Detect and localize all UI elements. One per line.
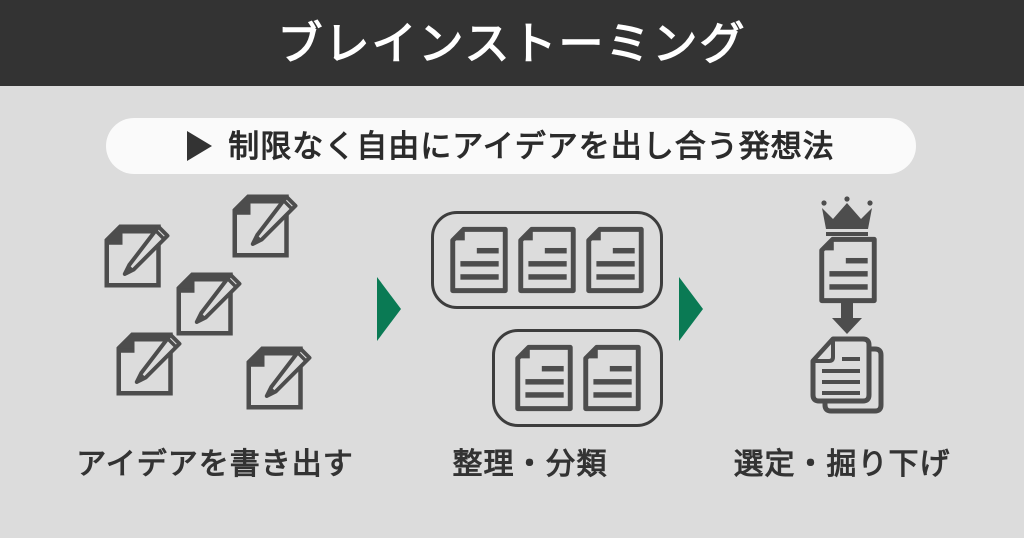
- crown-icon: [818, 195, 876, 237]
- document-icon: [450, 226, 508, 294]
- stacked-documents-icon: [805, 335, 889, 423]
- stage-organize-classify: [425, 205, 665, 427]
- note-with-pencil-icon: [100, 220, 172, 292]
- green-arrow-icon: [377, 277, 401, 341]
- page-title: ブレインストーミング: [277, 17, 747, 69]
- note-with-pencil-icon: [112, 328, 184, 400]
- document-icon: [582, 344, 641, 412]
- document-icon: [518, 226, 576, 294]
- document-icon: [586, 226, 644, 294]
- stage-label-select-dig-deeper: 選定・掘り下げ: [733, 448, 951, 481]
- note-with-pencil-icon: [172, 268, 244, 340]
- note-with-pencil-icon: [228, 190, 300, 262]
- down-arrow-icon: [830, 303, 864, 335]
- document-group-bottom: [492, 329, 663, 427]
- stage-label-write-out-ideas: アイデアを書き出す: [76, 448, 354, 481]
- document-group-top: [431, 211, 663, 309]
- stage-label-organize-classify: 整理・分類: [452, 448, 608, 481]
- header-bar: ブレインストーミング: [0, 0, 1024, 86]
- subtitle-text: 制限なく自由にアイデアを出し合う発想法: [228, 128, 835, 164]
- stage-select-dig-deeper: [770, 195, 950, 430]
- note-with-pencil-icon: [242, 342, 314, 414]
- subtitle-pill: 制限なく自由にアイデアを出し合う発想法: [106, 118, 916, 174]
- green-arrow-icon: [679, 277, 703, 341]
- play-triangle-icon: [187, 131, 213, 161]
- document-icon: [514, 344, 573, 412]
- document-icon: [817, 235, 879, 305]
- stage-write-out-ideas: [60, 190, 380, 420]
